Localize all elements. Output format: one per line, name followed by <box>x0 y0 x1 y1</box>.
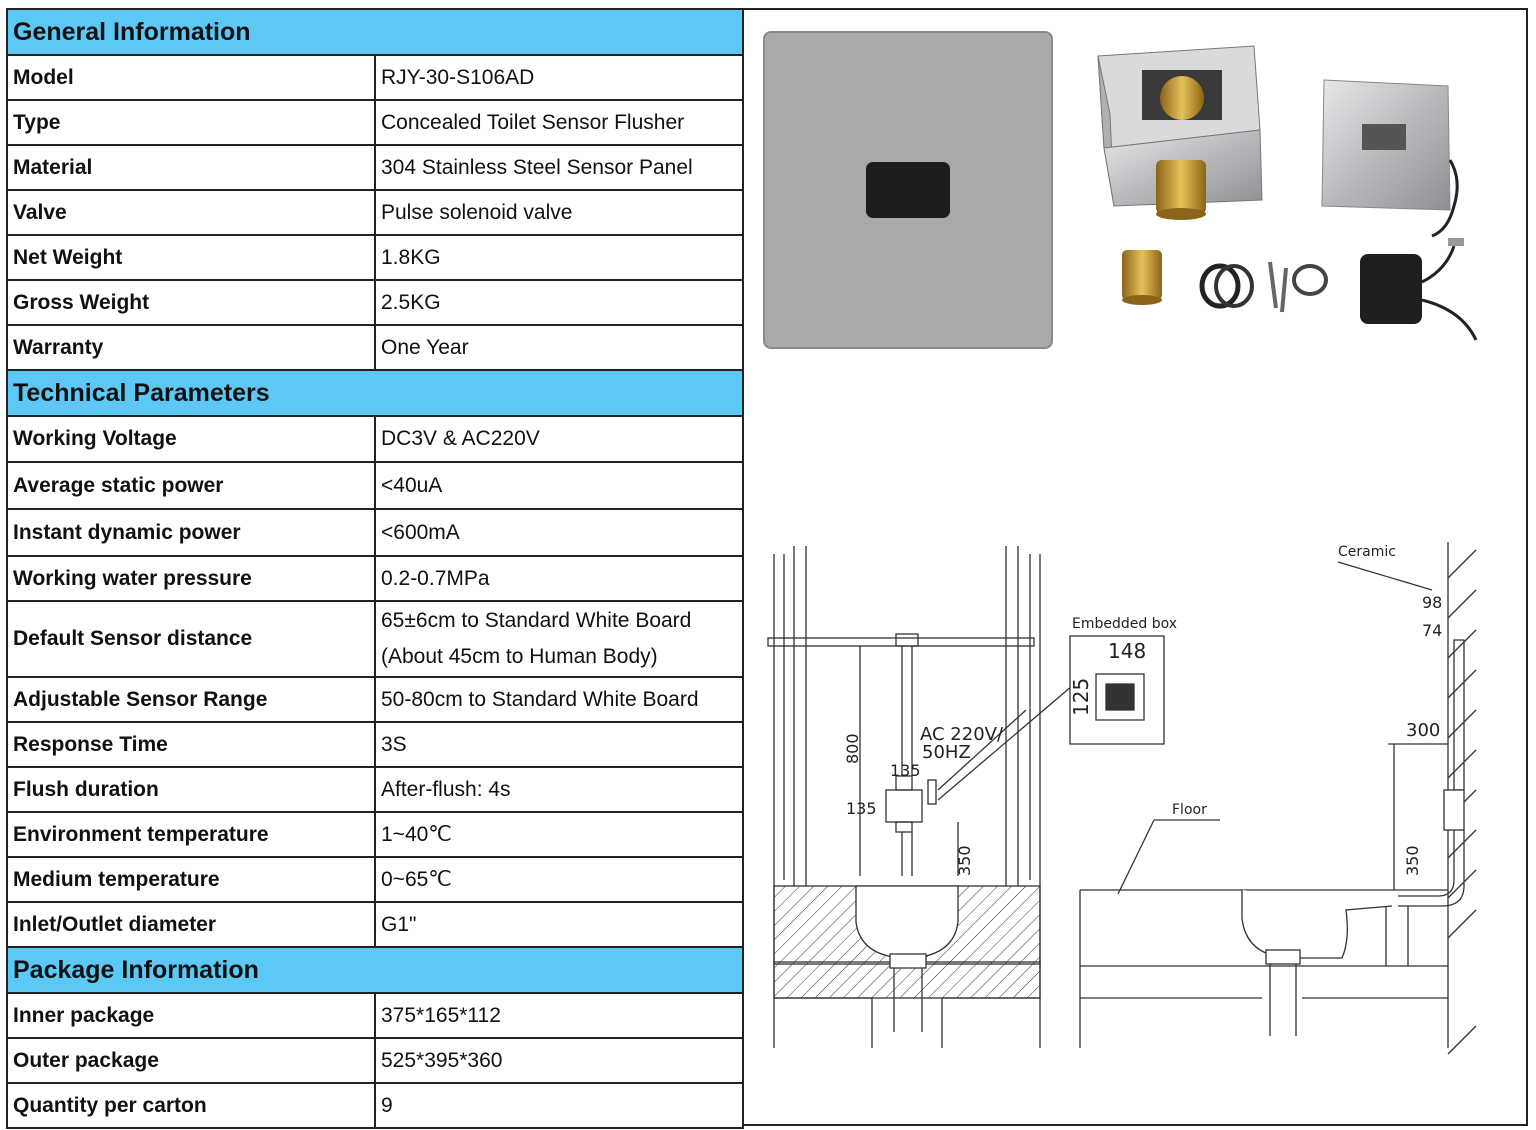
side-drawing-labels: Ceramic 98 74 300 Floor 350 <box>1172 544 1442 876</box>
row-key: Gross Weight <box>6 279 376 326</box>
dimension-300: 300 <box>1406 720 1440 741</box>
row-value: 0~65℃ <box>374 856 744 903</box>
row-key: Flush duration <box>6 766 376 813</box>
accessories-image <box>1122 238 1478 341</box>
side-installation-drawing <box>1079 542 1477 1055</box>
row-value: 50-80cm to Standard White Board <box>374 676 744 723</box>
row-key: Instant dynamic power <box>6 508 376 557</box>
row-value: 0.2-0.7MPa <box>374 555 744 602</box>
section-header-general: General Information <box>6 8 744 56</box>
front-drawing-labels: Embedded box 148 125 AC 220V/ 50HZ 800 1… <box>843 616 1177 876</box>
row-value: After-flush: 4s <box>374 766 744 813</box>
section-title: Package Information <box>6 946 744 994</box>
row-key: Medium temperature <box>6 856 376 903</box>
row-value: 3S <box>374 721 744 768</box>
power-label: AC 220V/ <box>920 724 1004 745</box>
row-key: Net Weight <box>6 234 376 281</box>
row-key: Working Voltage <box>6 415 376 463</box>
ceramic-label: Ceramic <box>1338 544 1396 560</box>
row-key: Inner package <box>6 992 376 1039</box>
dimension-135-top: 135 <box>890 761 921 780</box>
row-value: DC3V & AC220V <box>374 415 744 463</box>
product-images-panel: Embedded box 148 125 AC 220V/ 50HZ 800 1… <box>742 8 1528 1126</box>
dimension-125: 125 <box>1069 678 1093 716</box>
row-value: <600mA <box>374 508 744 557</box>
row-value-line1: 65±6cm to Standard White Board <box>381 609 692 632</box>
row-value: 525*395*360 <box>374 1037 744 1084</box>
row-key: Type <box>6 99 376 146</box>
embedded-box-image <box>1097 45 1263 220</box>
frequency-label: 50HZ <box>922 742 971 763</box>
dimension-74: 74 <box>1422 621 1442 640</box>
row-key: Inlet/Outlet diameter <box>6 901 376 948</box>
embedded-box-label: Embedded box <box>1072 616 1177 632</box>
row-key: Response Time <box>6 721 376 768</box>
dimension-148: 148 <box>1108 639 1146 663</box>
row-value: 2.5KG <box>374 279 744 326</box>
row-key: Material <box>6 144 376 191</box>
sensor-panel-image <box>763 31 1053 349</box>
row-key: Default Sensor distance <box>6 600 376 678</box>
table-row: Instant dynamic power<600mA <box>6 508 744 557</box>
row-value: RJY-30-S106AD <box>374 54 744 101</box>
row-key: Warranty <box>6 324 376 371</box>
front-installation-drawing <box>767 546 1165 1048</box>
row-key: Working water pressure <box>6 555 376 602</box>
row-value: Concealed Toilet Sensor Flusher <box>374 99 744 146</box>
row-value: One Year <box>374 324 744 371</box>
row-key: Outer package <box>6 1037 376 1084</box>
row-value: 1.8KG <box>374 234 744 281</box>
section-title: Technical Parameters <box>6 369 744 417</box>
product-illustrations: Embedded box 148 125 AC 220V/ 50HZ 800 1… <box>763 31 1478 1055</box>
row-key: Model <box>6 54 376 101</box>
row-key: Adjustable Sensor Range <box>6 676 376 723</box>
dimension-350-side: 350 <box>1403 845 1422 876</box>
row-value: <40uA <box>374 461 744 510</box>
dimension-350-front: 350 <box>955 845 974 876</box>
dimension-135-left: 135 <box>846 799 877 818</box>
row-value: 304 Stainless Steel Sensor Panel <box>374 144 744 191</box>
row-key: Average static power <box>6 461 376 510</box>
row-value: G1" <box>374 901 744 948</box>
table-row: Average static power<40uA <box>6 461 744 510</box>
row-key: Environment temperature <box>6 811 376 858</box>
dimension-98: 98 <box>1422 593 1442 612</box>
row-value: 9 <box>374 1082 744 1129</box>
floor-label: Floor <box>1172 802 1207 818</box>
sensor-module-image <box>1321 79 1459 238</box>
row-value: 65±6cm to Standard White Board (About 45c… <box>374 600 744 678</box>
section-title: General Information <box>6 8 744 56</box>
section-header-technical: Technical Parameters <box>6 369 744 417</box>
section-header-package: Package Information <box>6 946 744 994</box>
row-value-line2: (About 45cm to Human Body) <box>381 645 658 668</box>
dimension-800: 800 <box>843 733 862 764</box>
row-key: Valve <box>6 189 376 236</box>
row-value: 375*165*112 <box>374 992 744 1039</box>
row-value: 1~40℃ <box>374 811 744 858</box>
row-value: Pulse solenoid valve <box>374 189 744 236</box>
row-key: Quantity per carton <box>6 1082 376 1129</box>
